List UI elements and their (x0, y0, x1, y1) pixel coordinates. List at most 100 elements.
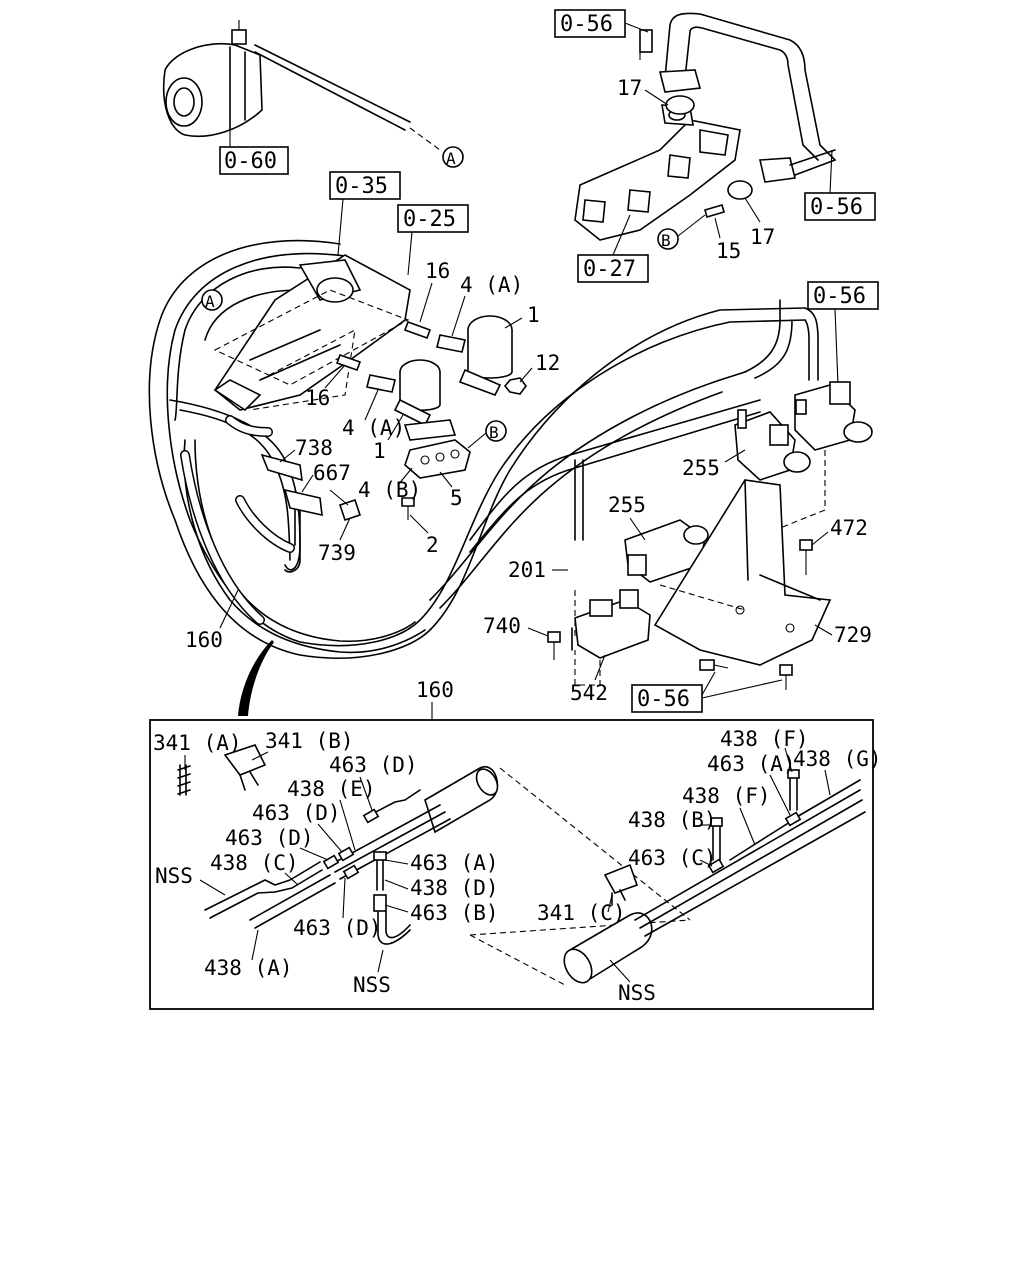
label-nss-2: NSS (353, 973, 391, 997)
label-255-upper: 255 (682, 456, 720, 480)
stud-16 (335, 320, 432, 372)
svg-text:0-27: 0-27 (583, 257, 636, 282)
gasket-17 (665, 95, 753, 200)
solenoid-valve-right (794, 381, 873, 451)
label-729: 729 (834, 623, 872, 647)
label-463a-1: 463 (A) (410, 851, 499, 875)
label-17-bottom: 17 (750, 225, 775, 249)
label-16-top: 16 (425, 259, 450, 283)
label-463d-2: 463 (D) (252, 801, 341, 825)
label-740: 740 (483, 614, 521, 638)
label-463a-2: 463 (A) (707, 752, 796, 776)
svg-text:0-25: 0-25 (403, 207, 456, 232)
gasket-4b (403, 419, 457, 441)
label-4a-top: 4 (A) (460, 273, 523, 297)
svg-text:B: B (489, 423, 499, 442)
bolt-472 (799, 539, 813, 575)
connection-marker-b-mid: B (467, 420, 507, 449)
reference-box-0-56-top: 0-56 (554, 9, 649, 38)
label-542: 542 (570, 681, 608, 705)
label-463d-1: 463 (D) (329, 753, 418, 777)
reference-box-0-56-right-top: 0-56 (804, 149, 876, 221)
label-438f-1: 438 (F) (720, 727, 809, 751)
label-2: 2 (426, 533, 439, 557)
reference-box-0-27: 0-27 (577, 214, 649, 283)
svg-text:A: A (205, 292, 215, 311)
bolt-740 (547, 631, 561, 660)
stud-15 (704, 204, 725, 218)
label-341a: 341 (A) (153, 731, 242, 755)
label-12: 12 (535, 351, 560, 375)
bracket-738-667 (260, 453, 323, 571)
connection-marker-b-manifold: B (657, 214, 706, 250)
svg-text:A: A (446, 149, 456, 168)
connection-dashes-right (574, 450, 826, 686)
egr-valve-upper-1 (458, 315, 513, 396)
label-463d-4: 463 (D) (293, 916, 382, 940)
solenoid-valve-542 (571, 589, 651, 659)
mounting-bracket-729 (653, 479, 832, 666)
label-15: 15 (716, 239, 741, 263)
vacuum-pump (162, 20, 441, 151)
label-463b: 463 (B) (410, 901, 499, 925)
reference-box-0-56-right-mid: 0-56 (807, 281, 879, 386)
reference-box-0-56-bottom: 0-56 (631, 671, 783, 713)
intake-manifold (213, 254, 411, 412)
egr-valve-lower-1 (393, 359, 441, 427)
svg-text:0-56: 0-56 (813, 284, 866, 309)
label-255-lower: 255 (608, 493, 646, 517)
label-4b: 4 (B) (358, 478, 421, 502)
label-16-bottom: 16 (305, 386, 330, 410)
vacuum-hose-bundle-160 (148, 239, 819, 659)
label-739: 739 (318, 541, 356, 565)
label-438c: 438 (C) (210, 851, 299, 875)
label-667: 667 (313, 461, 351, 485)
svg-text:B: B (661, 231, 671, 250)
exhaust-manifold (574, 104, 741, 241)
nut-12 (503, 377, 527, 395)
label-5: 5 (450, 486, 463, 510)
label-463c: 463 (C) (628, 846, 717, 870)
label-438b: 438 (B) (628, 808, 717, 832)
label-472: 472 (830, 516, 868, 540)
label-438e: 438 (E) (287, 777, 376, 801)
svg-text:0-56: 0-56 (810, 195, 863, 220)
reference-box-0-35: 0-35 (329, 171, 401, 256)
solenoid-valve-255-lower (624, 519, 709, 583)
svg-text:0-60: 0-60 (224, 149, 277, 174)
label-1-top: 1 (527, 303, 540, 327)
bolt-2 (401, 497, 415, 520)
label-738: 738 (295, 436, 333, 460)
egr-pipe (639, 12, 836, 183)
connection-marker-a-left: A (201, 289, 223, 311)
solenoid-valve-255-upper (734, 409, 811, 481)
gasket-4a (366, 334, 466, 393)
bolts-0-56-lower (699, 659, 793, 690)
connection-marker-a-top: A (442, 146, 464, 168)
label-438d: 438 (D) (410, 876, 499, 900)
bolt-739 (329, 489, 362, 522)
detail-callout-arrow (238, 640, 274, 716)
svg-text:0-56: 0-56 (637, 687, 690, 712)
reference-box-0-60: 0-60 (219, 146, 289, 175)
label-438g: 438 (G) (793, 747, 882, 771)
label-341b: 341 (B) (265, 729, 354, 753)
detail-dash-outline (469, 767, 691, 986)
label-160-main: 160 (185, 628, 223, 652)
label-1-mid: 1 (373, 439, 386, 463)
detail-hose-bundle-right (563, 769, 866, 984)
label-nss-3: NSS (618, 981, 656, 1005)
label-17-top: 17 (617, 76, 642, 100)
egr-adapter-5 (404, 439, 471, 479)
label-341c: 341 (C) (537, 901, 626, 925)
label-463d-3: 463 (D) (225, 826, 314, 850)
label-438f-2: 438 (F) (682, 784, 771, 808)
svg-text:0-56: 0-56 (560, 12, 613, 37)
label-160-detail: 160 (416, 678, 454, 702)
label-nss-1: NSS (155, 864, 193, 888)
reference-box-0-25: 0-25 (397, 204, 469, 276)
detail-frame (149, 719, 874, 1010)
label-201: 201 (508, 558, 546, 582)
detail-hose-bundle-left (177, 744, 499, 945)
